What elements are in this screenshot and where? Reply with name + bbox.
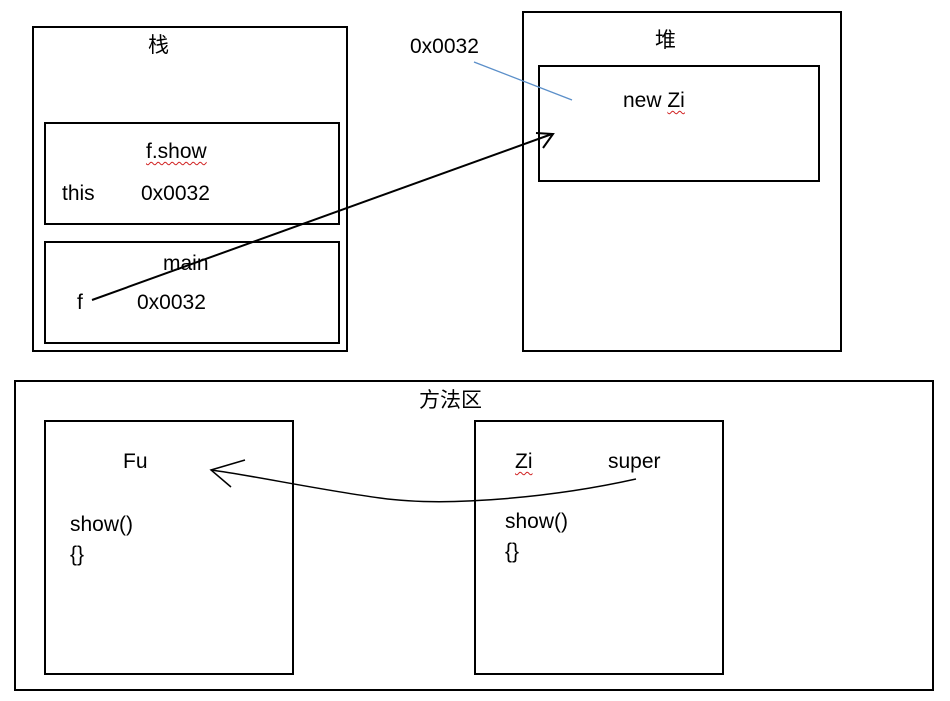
method-area-region xyxy=(14,380,934,691)
class-zi-name: Zi xyxy=(515,450,533,473)
class-fu-method-body: {} xyxy=(70,543,85,566)
stack-title: 栈 xyxy=(148,33,169,57)
heap-title: 堆 xyxy=(655,28,676,52)
class-zi-box xyxy=(474,420,724,675)
heap-object-label: new Zi xyxy=(623,90,685,111)
class-zi-method: show() xyxy=(505,510,569,533)
heap-object-class: Zi xyxy=(667,89,685,112)
heap-object-zi xyxy=(538,65,820,182)
class-fu-name: Fu xyxy=(123,450,148,473)
frame-main-var-name: f xyxy=(77,291,83,314)
frame-fshow-var-name: this xyxy=(62,182,95,205)
class-fu-method: show() xyxy=(70,513,134,536)
class-zi-method-body: {} xyxy=(505,540,520,563)
heap-address-label: 0x0032 xyxy=(410,35,479,58)
class-zi-super-label: super xyxy=(608,450,661,473)
heap-object-prefix: new xyxy=(623,89,668,112)
frame-fshow-title: f.show xyxy=(146,140,207,163)
frame-main-var-value: 0x0032 xyxy=(137,291,206,314)
class-fu-box xyxy=(44,420,294,675)
frame-main-title: main xyxy=(163,252,209,275)
stack-frame-fshow xyxy=(44,122,340,225)
frame-fshow-var-value: 0x0032 xyxy=(141,182,210,205)
method-area-title: 方法区 xyxy=(419,388,482,412)
